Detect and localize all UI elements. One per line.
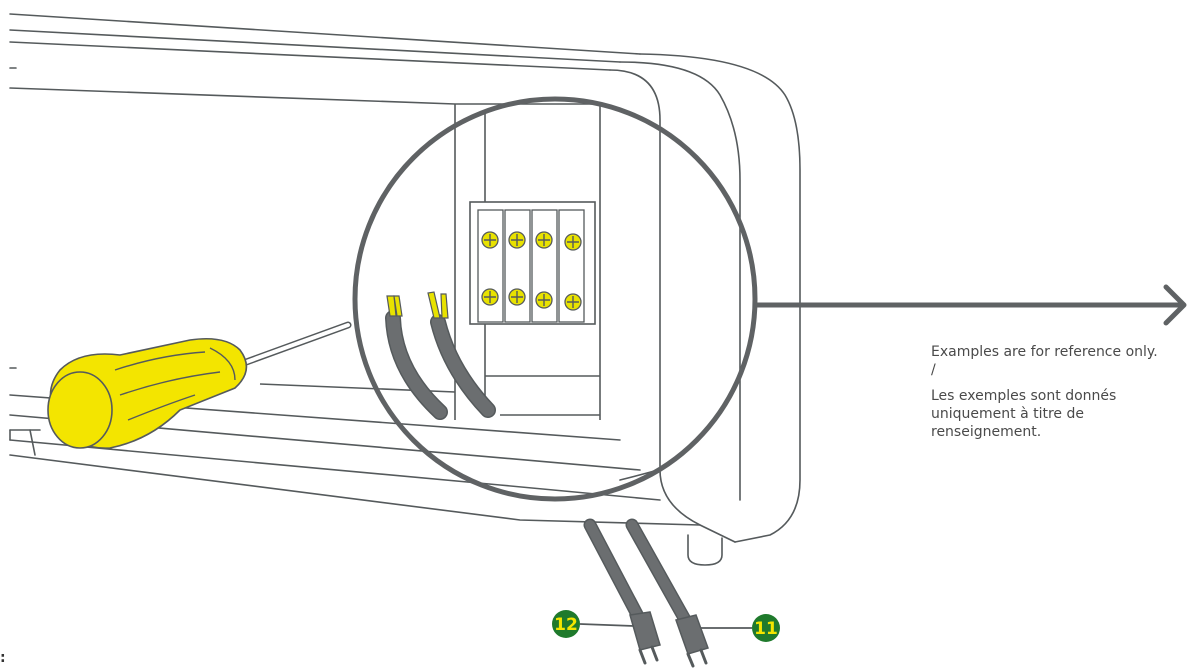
- screwdriver-icon: [47, 321, 352, 449]
- zoom-detail-circle: [352, 96, 758, 502]
- stripped-wire-end-icon: [427, 291, 449, 319]
- callout-11-label: 11: [754, 619, 778, 639]
- note-english: Examples are for reference only. /: [931, 344, 1158, 378]
- terminal-screw-icon: [508, 288, 526, 306]
- callout-12-label: 12: [554, 615, 578, 635]
- terminal-screw-icon: [508, 231, 526, 249]
- terminal-screw-icon: [564, 233, 582, 251]
- terminal-block: [469, 201, 596, 325]
- note-french: Les exemples sont donnés uniquement à ti…: [931, 388, 1117, 440]
- wire-connector-icon: [629, 611, 661, 665]
- terminal-screw-icon: [481, 231, 499, 249]
- callout-12-badge: 12: [552, 610, 580, 638]
- wire-connector-icon: [675, 614, 709, 668]
- reference-note: Examples are for reference only. / Les e…: [931, 343, 1166, 449]
- terminal-screw-icon: [481, 288, 499, 306]
- power-cords: [583, 518, 709, 668]
- heater-housing: [9, 13, 801, 566]
- terminal-screw-icon: [535, 231, 553, 249]
- terminal-screw-icon: [535, 291, 553, 309]
- terminal-screw-icon: [564, 293, 582, 311]
- arrow-pointer-icon: [754, 284, 1187, 326]
- callout-leaders: [579, 623, 752, 629]
- internal-wires: [385, 291, 496, 420]
- stripped-wire-end-icon: [386, 295, 403, 317]
- corner-mark: :: [0, 650, 6, 666]
- callout-11-badge: 11: [752, 614, 780, 642]
